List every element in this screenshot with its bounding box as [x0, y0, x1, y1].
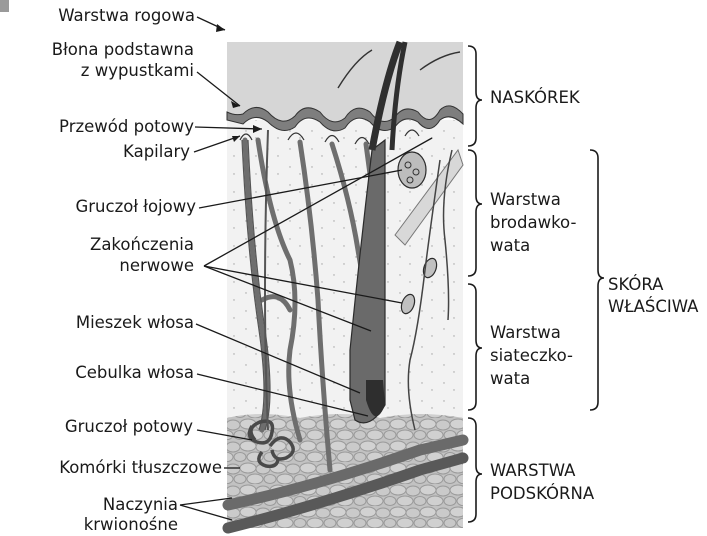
label-mieszek-wlosa: Mieszek włosa [0, 313, 194, 333]
label-podskorna-2: PODSKÓRNA [490, 484, 594, 504]
label-warstwa-siat-1: Warstwa [490, 323, 561, 343]
label-blona-podstawna-1: Błona podstawna [0, 40, 194, 60]
label-warstwa-siat-3: wata [490, 369, 530, 389]
label-naskorek: NASKÓREK [490, 88, 580, 108]
label-naczynia-2: krwionośne [0, 515, 178, 535]
label-warstwa-siat-2: siateczko- [490, 346, 573, 366]
label-warstwa-brod-1: Warstwa [490, 190, 561, 210]
label-przewod-potowy: Przewód potowy [0, 117, 194, 137]
label-skora-1: SKÓRA [608, 275, 663, 295]
sebaceous-gland [398, 152, 426, 188]
label-kapilary: Kapilary [0, 142, 190, 162]
label-zakonczenia-1: Zakończenia [0, 235, 194, 255]
label-zakonczenia-2: nerwowe [0, 256, 194, 276]
label-blona-podstawna-2: z wypustkami [0, 61, 194, 81]
label-naczynia-1: Naczynia [0, 495, 178, 515]
braces [468, 46, 604, 522]
label-cebulka-wlosa: Cebulka włosa [0, 363, 194, 383]
label-warstwa-rogowa: Warstwa rogowa [0, 6, 195, 26]
label-gruczol-lojowy: Gruczoł łojowy [0, 197, 196, 217]
label-warstwa-brod-3: wata [490, 236, 530, 256]
label-komorki-tluszczowe: Komórki tłuszczowe [0, 458, 222, 478]
label-gruczol-potowy: Gruczoł potowy [0, 417, 193, 437]
label-warstwa-brod-2: brodawko- [490, 213, 576, 233]
label-podskorna-1: WARSTWA [490, 461, 575, 481]
label-skora-2: WŁAŚCIWA [608, 297, 698, 317]
